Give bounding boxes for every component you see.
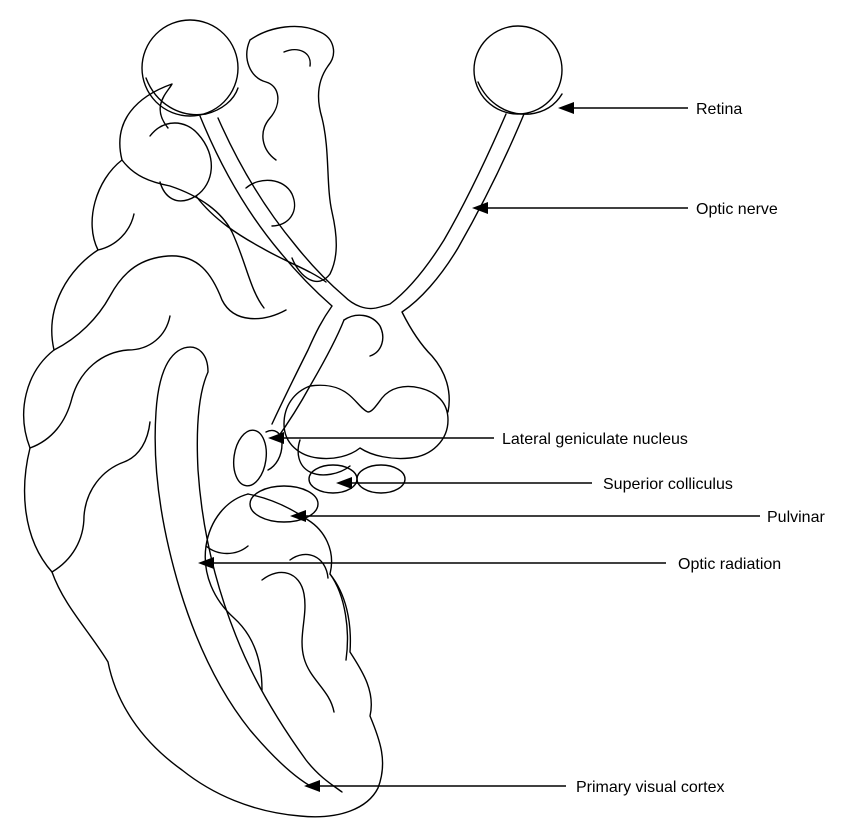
temporal-lobe: [150, 123, 326, 282]
brain-drawing: [24, 20, 562, 817]
labels: Retina Optic nerve Lateral geniculate nu…: [502, 101, 825, 796]
label-optic-radiation: Optic radiation: [678, 556, 781, 573]
retina-arrowhead: [558, 102, 574, 114]
superior-colliculus-arrowhead: [336, 477, 352, 489]
optic-nerve-arrowhead: [472, 202, 488, 214]
occipital-gyri: [205, 494, 347, 712]
orbital-lobe: [247, 26, 336, 281]
left-eye: [142, 20, 238, 116]
lateral-geniculate-nucleus-shape: [230, 428, 269, 488]
label-retina: Retina: [696, 101, 742, 118]
midbrain: [284, 315, 448, 475]
right-retina-inner: [478, 82, 562, 114]
primary-visual-cortex-arrowhead: [304, 780, 320, 792]
label-optic-nerve: Optic nerve: [696, 201, 778, 218]
label-lateral-geniculate-nucleus: Lateral geniculate nucleus: [502, 431, 688, 448]
right-eye: [474, 26, 562, 114]
optic-radiation-band: [155, 347, 342, 792]
label-pulvinar: Pulvinar: [767, 509, 825, 526]
label-primary-visual-cortex: Primary visual cortex: [576, 779, 724, 796]
label-superior-colliculus: Superior colliculus: [603, 476, 733, 493]
lgn-arrowhead: [268, 432, 284, 444]
superior-colliculus-shape-2: [357, 465, 405, 493]
frontal-gyri: [30, 160, 286, 572]
